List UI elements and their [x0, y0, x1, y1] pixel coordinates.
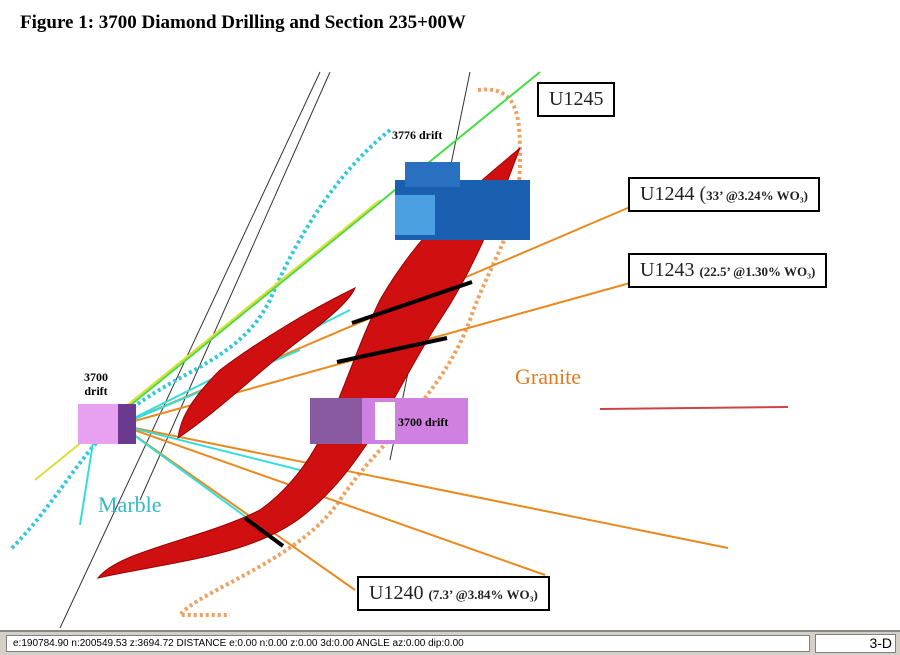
label-3700-drift-left: 3700 drift — [84, 370, 108, 398]
ore-body-lens — [177, 286, 356, 440]
app-logo: 3-D — [815, 634, 896, 653]
drift-3700-center — [310, 398, 468, 444]
label-u1243: U1243 (22.5’ @1.30% WO₃) — [628, 253, 828, 288]
drift-3700-left — [78, 404, 136, 444]
granite-contact — [175, 87, 523, 617]
3d-viewport[interactable] — [0, 0, 900, 630]
label-3700-drift-center: 3700 drift — [398, 415, 449, 429]
hole-id: U1243 — [640, 259, 700, 281]
label-3776-drift: 3776 drift — [392, 128, 443, 142]
hole-id: U1240 — [369, 582, 429, 604]
label-u1245: U1245 — [537, 82, 616, 117]
assay: (22.5’ @1.30% WO₃) — [699, 264, 816, 279]
ore-body-main — [96, 147, 521, 579]
intercept-arrows — [243, 280, 473, 548]
hole-id: U1244 ( — [640, 183, 707, 205]
label-granite: Granite — [515, 364, 581, 389]
figure-title: Figure 1: 3700 Diamond Drilling and Sect… — [20, 12, 466, 33]
coordinate-readout: e:190784.90 n:200549.53 z:3694.72 DISTAN… — [6, 635, 810, 652]
drift-3776 — [395, 162, 530, 240]
label-u1240: U1240 (7.3’ @3.84% WO₃) — [357, 576, 550, 611]
label-u1244: U1244 (33’ @3.24% WO₃) — [628, 177, 820, 212]
assay: (7.3’ @3.84% WO₃) — [428, 587, 538, 602]
label-marble: Marble — [98, 492, 162, 517]
status-bar: e:190784.90 n:200549.53 z:3694.72 DISTAN… — [0, 630, 900, 655]
assay: 33’ @3.24% WO₃) — [706, 188, 808, 203]
